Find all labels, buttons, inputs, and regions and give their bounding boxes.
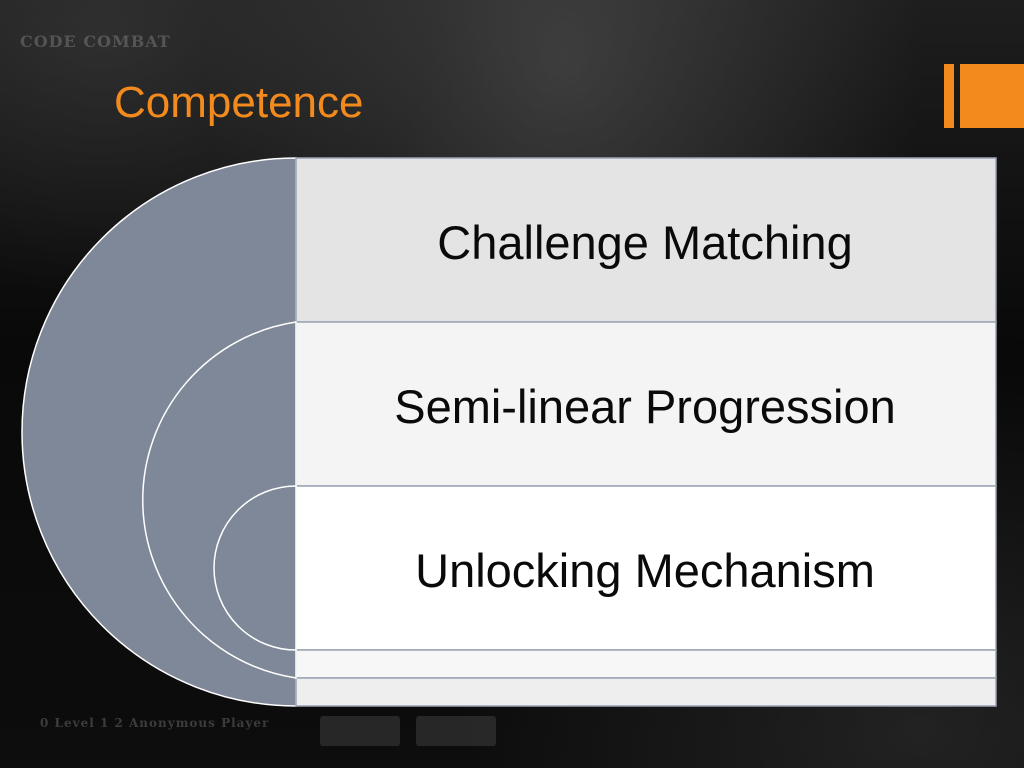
row-label-unlocking-mechanism: Unlocking Mechanism xyxy=(415,543,875,597)
background-game-logo: CODE COMBAT xyxy=(20,32,171,51)
row-label-semi-linear-progression: Semi-linear Progression xyxy=(394,379,896,433)
background-button xyxy=(320,716,400,746)
background-button xyxy=(416,716,496,746)
row-label-challenge-matching: Challenge Matching xyxy=(437,215,853,269)
row-spacer-box xyxy=(295,649,997,679)
row-1-box xyxy=(295,157,997,323)
accent-bar-block xyxy=(960,64,1024,128)
background-status-bar: 0 Level 1 2 Anonymous Player xyxy=(40,716,270,730)
accent-bar-icon xyxy=(944,64,1024,128)
inner-arc xyxy=(213,485,297,651)
slide-title: Competence xyxy=(114,78,364,127)
row-3-box xyxy=(295,485,997,651)
row-spacer-box xyxy=(295,677,997,707)
accent-bar-thin xyxy=(944,64,954,128)
